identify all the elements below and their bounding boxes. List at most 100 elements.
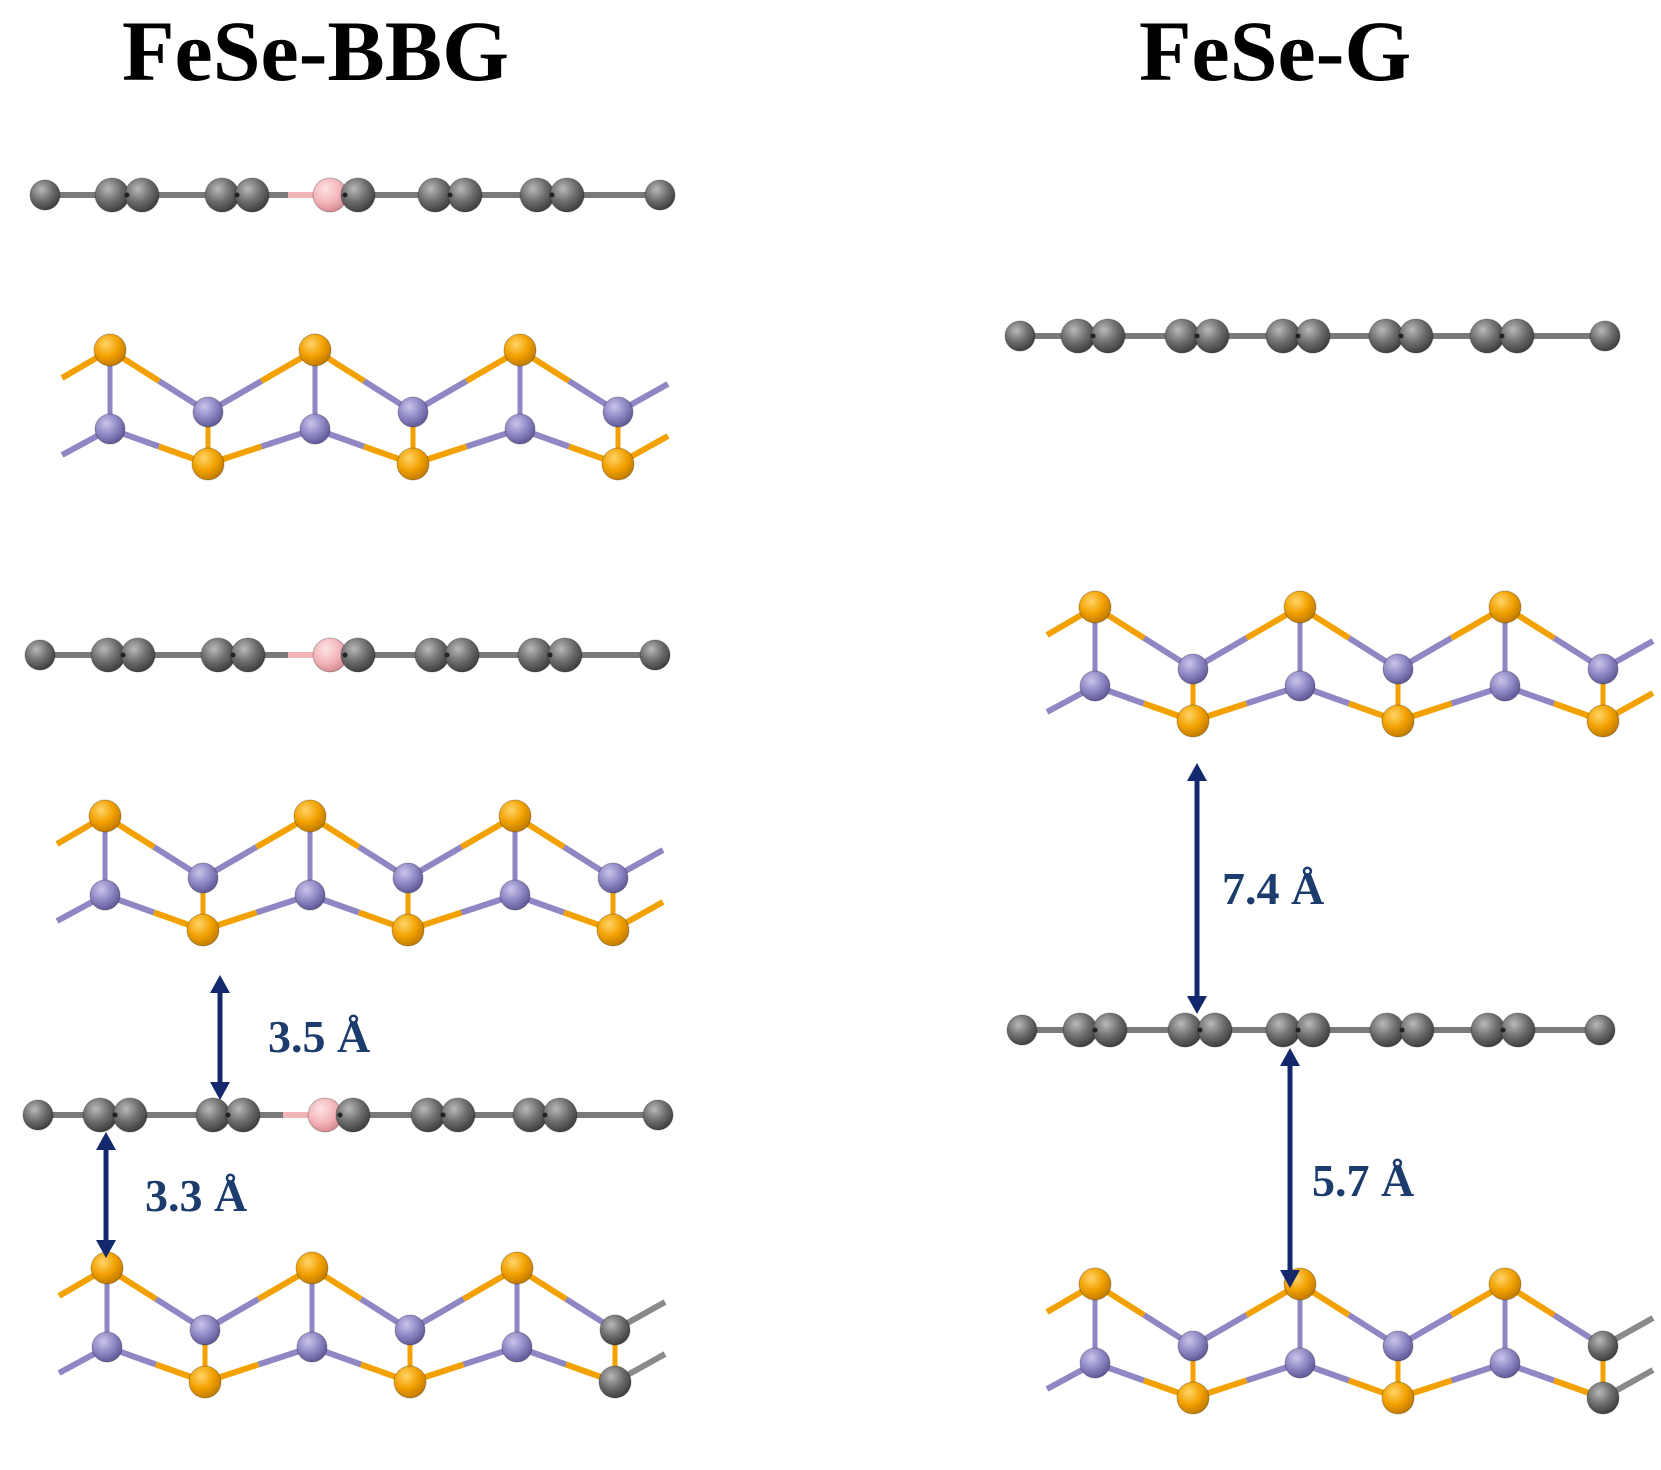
- carbon-atom: [542, 1097, 578, 1133]
- carbon-sheet-bbg-1: [29, 177, 676, 213]
- atom-dot: [1295, 333, 1301, 339]
- carbon-atom: [642, 1099, 674, 1131]
- se-atom: [191, 447, 225, 481]
- carbon-atom: [1295, 1012, 1331, 1048]
- carbon-atom: [1265, 318, 1301, 354]
- fe-atom: [397, 396, 429, 428]
- carbon-atom: [230, 637, 266, 673]
- arrow-head: [210, 975, 230, 993]
- carbon-atom: [1589, 320, 1621, 352]
- se-atom: [1283, 590, 1317, 624]
- carbon-atom: [24, 639, 56, 671]
- distance-arrow-5-7: [1280, 1048, 1300, 1288]
- atom-dot: [230, 652, 236, 658]
- se-atom: [88, 799, 122, 833]
- fe-atom: [299, 413, 331, 445]
- se-atom: [186, 913, 220, 947]
- fe-atom: [392, 862, 424, 894]
- se-atom: [1488, 1267, 1522, 1301]
- atom-dot: [120, 652, 126, 658]
- carbon-atom: [519, 177, 555, 213]
- carbon-atom: [124, 177, 160, 213]
- carbon-atom: [29, 179, 61, 211]
- se-atom: [1176, 704, 1210, 738]
- carbon-atom: [195, 1097, 231, 1133]
- atom-dot: [124, 192, 130, 198]
- fese-layer-g-2: [1045, 1267, 1655, 1415]
- atom-dot: [337, 1112, 343, 1118]
- carbon-atom: [204, 177, 240, 213]
- fe-atom: [1177, 1330, 1209, 1362]
- atom-dot: [1090, 333, 1096, 339]
- fe-atom: [1079, 670, 1111, 702]
- fe-atom: [597, 862, 629, 894]
- arrow-head: [1280, 1048, 1300, 1066]
- carbon-atom: [1368, 318, 1404, 354]
- atom-dot: [547, 652, 553, 658]
- fe-atom: [1079, 1347, 1111, 1379]
- carbon-atom: [340, 177, 376, 213]
- carbon-atom: [1090, 318, 1126, 354]
- distance-label-5-7: 5.7 Å: [1312, 1155, 1415, 1206]
- carbon-atom: [1295, 318, 1331, 354]
- se-atom: [1381, 1381, 1415, 1415]
- carbon-atom: [1004, 320, 1036, 352]
- arrow-head: [1280, 1270, 1300, 1288]
- se-atom: [596, 913, 630, 947]
- fe-atom: [91, 1331, 123, 1363]
- carbon-atom: [1060, 318, 1096, 354]
- carbon-atom: [1062, 1012, 1098, 1048]
- se-atom: [1488, 590, 1522, 624]
- distance-label-3-3: 3.3 Å: [145, 1170, 248, 1221]
- fe-atom: [187, 862, 219, 894]
- carbon-atom: [234, 177, 270, 213]
- carbon-sheet-g-2: [1006, 1012, 1616, 1048]
- carbon-atom: [547, 637, 583, 673]
- se-atom: [188, 1365, 222, 1399]
- atom-dot: [112, 1112, 118, 1118]
- distance-label-7-4: 7.4 Å: [1222, 863, 1325, 914]
- atom-dot: [342, 652, 348, 658]
- carbon-atom: [1265, 1012, 1301, 1048]
- fe-atom: [1489, 670, 1521, 702]
- carbon-atom: [1369, 1012, 1405, 1048]
- carbon-atom: [1197, 1012, 1233, 1048]
- carbon-atom: [598, 1365, 632, 1399]
- arrow-head: [1187, 996, 1207, 1014]
- atom-dot: [1194, 333, 1200, 339]
- fe-atom: [501, 1331, 533, 1363]
- atom-dot: [1295, 1027, 1301, 1033]
- se-atom: [503, 333, 537, 367]
- fe-atom: [394, 1314, 426, 1346]
- se-atom: [293, 799, 327, 833]
- carbon-atom: [120, 637, 156, 673]
- atom-dot: [1197, 1027, 1203, 1033]
- carbon-atom: [1194, 318, 1230, 354]
- se-atom: [1586, 704, 1620, 738]
- fe-atom: [504, 413, 536, 445]
- se-atom: [601, 447, 635, 481]
- carbon-atom: [410, 1097, 446, 1133]
- atom-dot: [342, 192, 348, 198]
- carbon-atom: [440, 1097, 476, 1133]
- carbon-atom: [1092, 1012, 1128, 1048]
- carbon-atom: [335, 1097, 371, 1133]
- carbon-atom: [644, 179, 676, 211]
- se-atom: [396, 447, 430, 481]
- distance-label-3-5: 3.5 Å: [268, 1011, 371, 1062]
- atom-dot: [549, 192, 555, 198]
- fe-atom: [94, 413, 126, 445]
- atom-dot: [447, 192, 453, 198]
- carbon-atom: [1006, 1014, 1038, 1046]
- carbon-atom: [1399, 1012, 1435, 1048]
- carbon-atom: [1398, 318, 1434, 354]
- carbon-sheet-g-1: [1004, 318, 1621, 354]
- carbon-atom: [1164, 318, 1200, 354]
- fe-atom: [602, 396, 634, 428]
- fe-atom: [1177, 653, 1209, 685]
- distance-arrow-3-3: [96, 1132, 116, 1258]
- fe-atom: [499, 879, 531, 911]
- atom-dot: [234, 192, 240, 198]
- carbon-atom: [1469, 318, 1505, 354]
